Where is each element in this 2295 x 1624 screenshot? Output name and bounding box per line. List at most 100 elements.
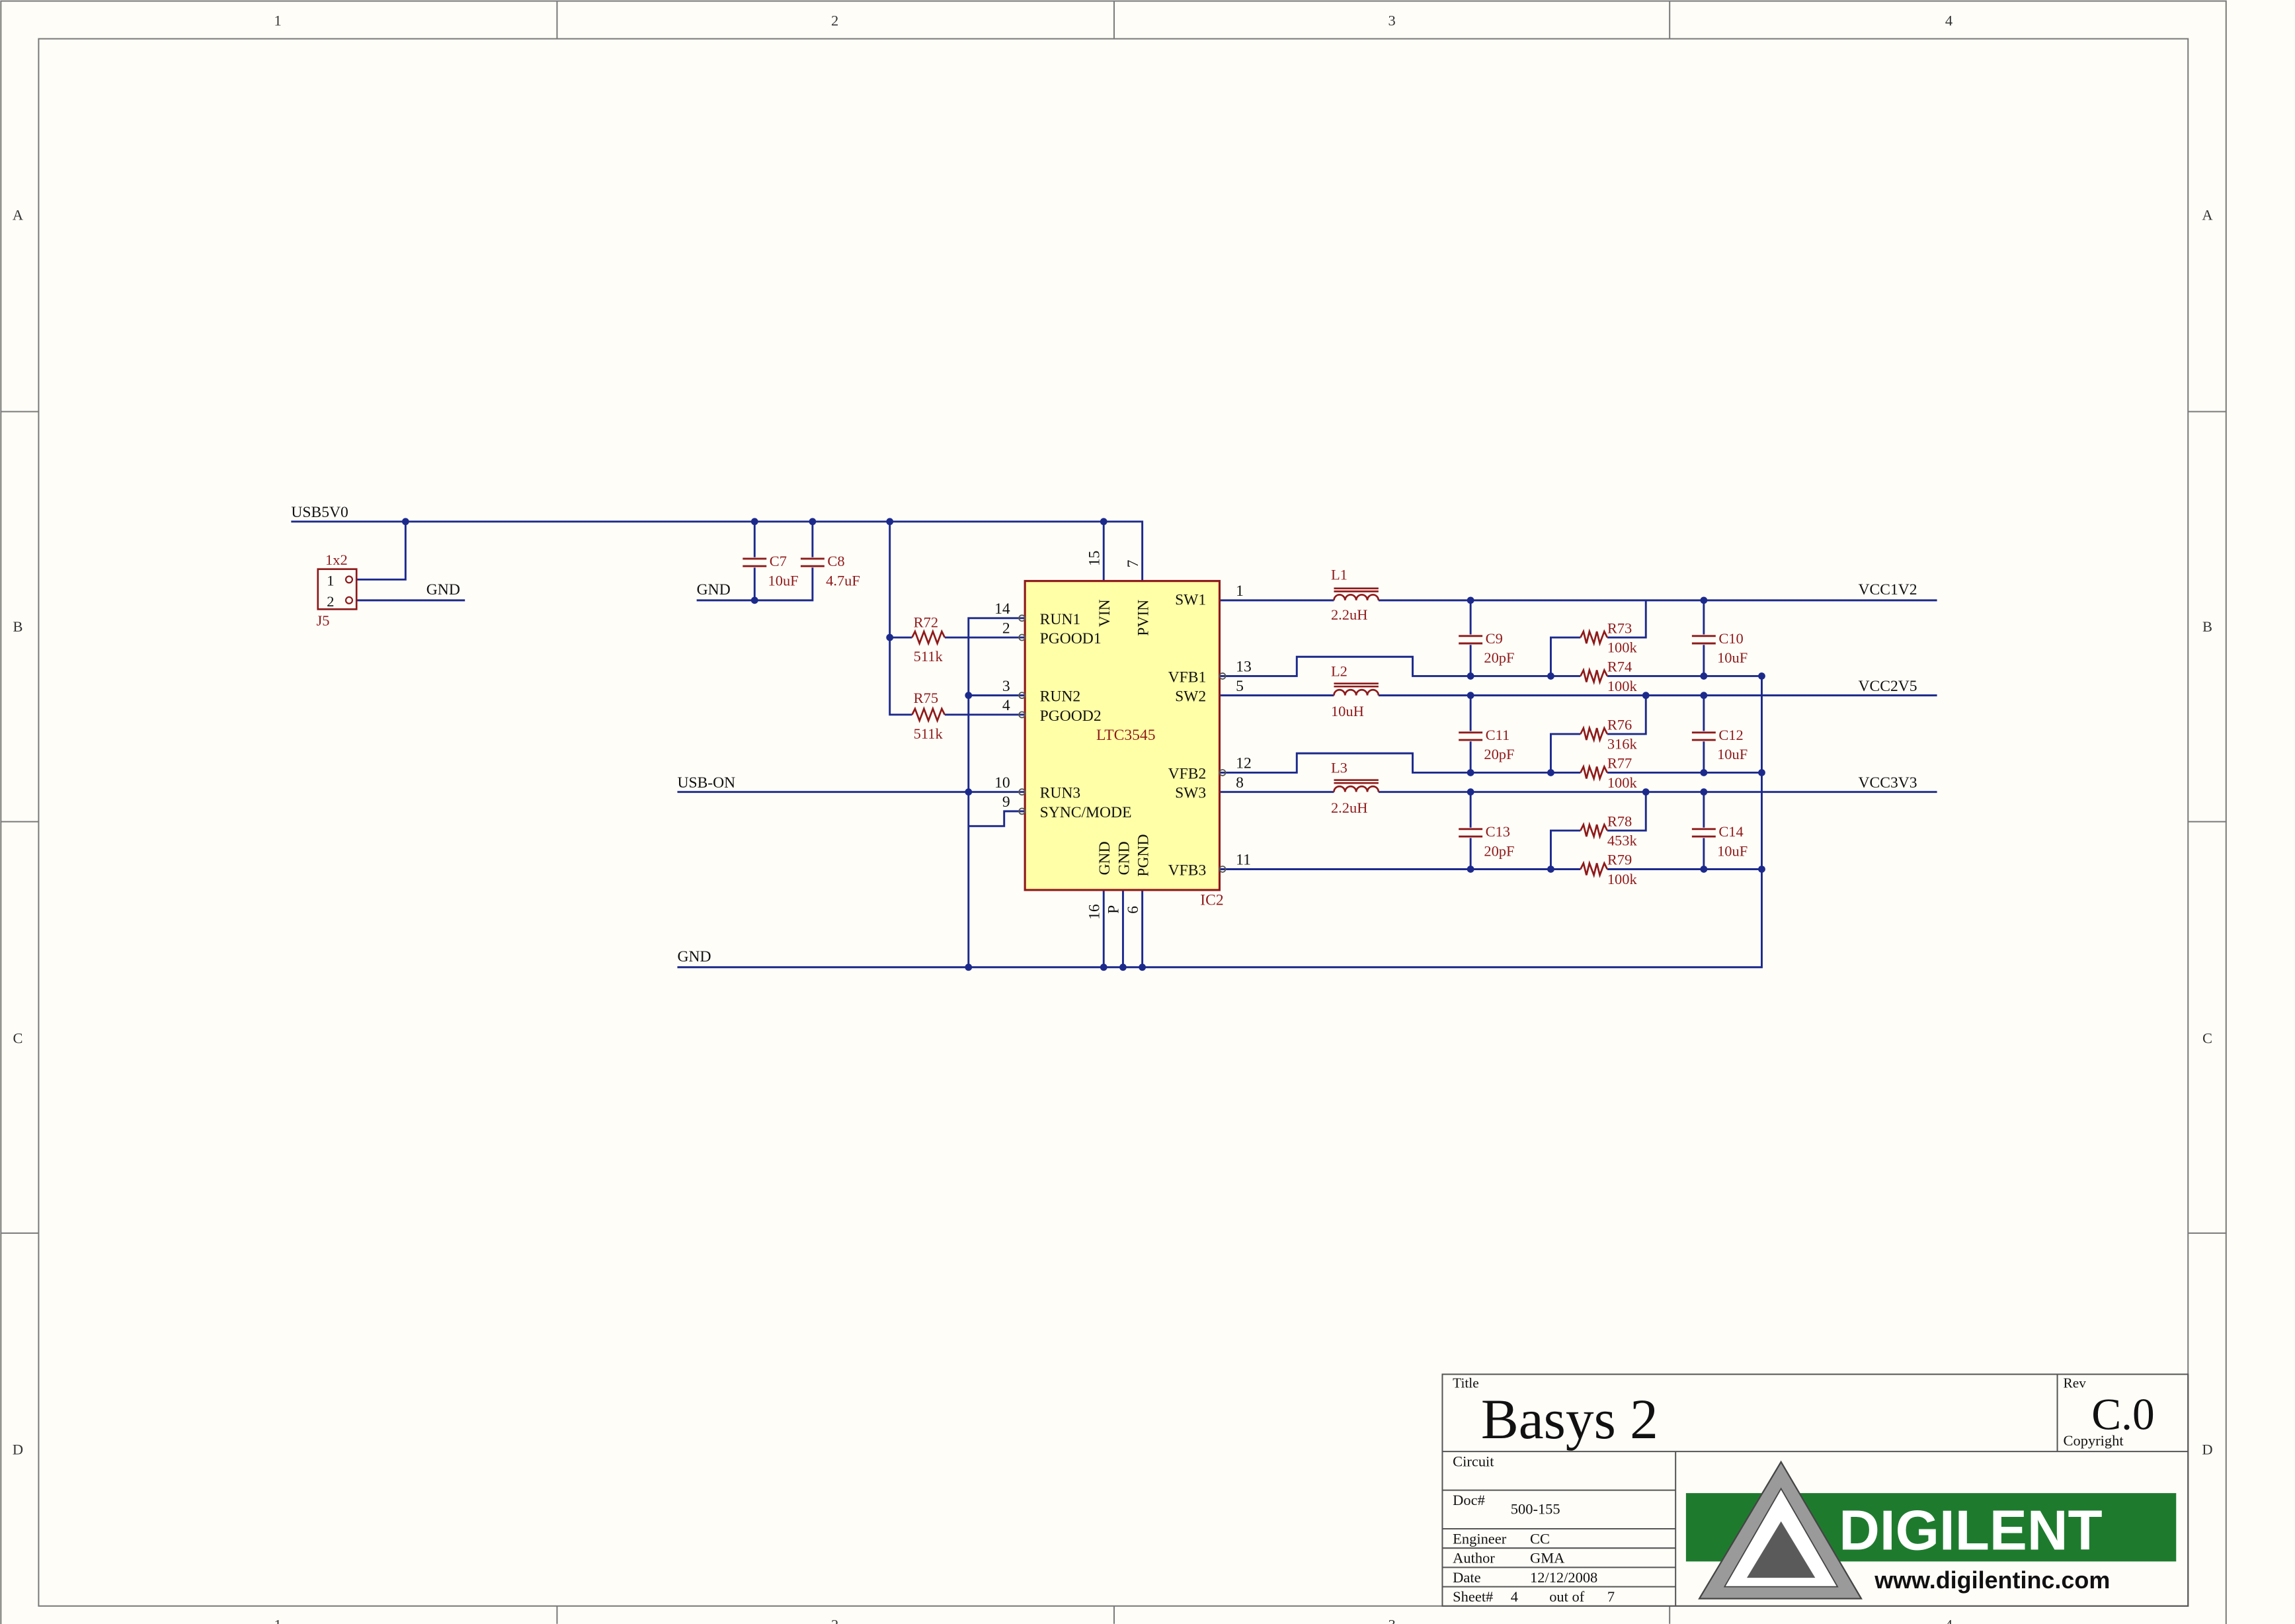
resistor-r77 (1580, 763, 1609, 782)
capacitor-symbols (743, 557, 1716, 838)
capacitor-c12 (1691, 731, 1716, 741)
ic-pin-num-5: 5 (1236, 678, 1244, 695)
rev-label: Rev (2064, 1375, 2087, 1391)
l2-ref: L2 (1331, 663, 1348, 679)
l1-ref: L1 (1331, 566, 1348, 583)
row-label-right: A (2202, 207, 2213, 223)
row-label-left: B (13, 618, 22, 635)
logo-url: www.digilentinc.com (1874, 1566, 2110, 1594)
ic-pin-name-pgnd: PGND (1135, 834, 1152, 877)
ic-part-label: LTC3545 (1096, 727, 1156, 744)
l2-value: 10uH (1331, 703, 1364, 719)
c13-ref: C13 (1486, 823, 1510, 840)
ic-pin-name-run3: RUN3 (1040, 785, 1081, 802)
ic-pin-num-9: 9 (1002, 793, 1010, 811)
net-label-vcc3v3: VCC3V3 (1858, 774, 1917, 792)
digilent-logo: DIGILENT www.digilentinc.com (1685, 1460, 2177, 1600)
c8-value: 4.7uF (826, 572, 860, 589)
row-label-right: D (2202, 1441, 2212, 1458)
capacitor-c13 (1459, 828, 1483, 838)
col-label-bottom: 1 (274, 1617, 281, 1624)
resistor-r76 (1580, 725, 1609, 743)
inductor-l2 (1333, 682, 1380, 696)
inductor-l1 (1333, 587, 1380, 601)
c9-value: 20pF (1484, 649, 1514, 666)
ic-pin-name-vfb2: VFB2 (1168, 765, 1207, 782)
r79-ref: R79 (1607, 852, 1632, 868)
row-label-right: B (2202, 618, 2212, 635)
rev-value: C.0 (2091, 1389, 2154, 1439)
title-block: Title Basys 2 Rev C.0 Copyright Circuit … (1441, 1373, 2189, 1607)
row-label-left: D (13, 1441, 23, 1458)
net-label-gnd-j5: GND (426, 581, 460, 598)
j5-pin-2: 2 (327, 593, 334, 610)
row-label-left: C (13, 1030, 22, 1046)
col-label-bottom: 3 (1388, 1617, 1395, 1624)
ic-pin-num-15: 15 (1086, 551, 1103, 567)
logo-wordmark: DIGILENT (1839, 1499, 2102, 1562)
date-value: 12/12/2008 (1530, 1569, 1597, 1586)
l3-ref: L3 (1331, 759, 1348, 776)
out-of-label: out of (1549, 1588, 1585, 1605)
r75-ref: R75 (914, 690, 938, 706)
j5-ref: J5 (317, 612, 330, 629)
ic-pin-num-7: 7 (1125, 559, 1142, 567)
ic-pin-num-12: 12 (1236, 755, 1252, 772)
date-label: Date (1453, 1569, 1480, 1586)
circuit-label: Circuit (1453, 1453, 1494, 1470)
ic-pin-num-6: 6 (1125, 906, 1142, 914)
ic-pin-num-2: 2 (1002, 620, 1010, 637)
c13-value: 20pF (1484, 842, 1514, 859)
col-label-top: 2 (831, 12, 838, 28)
ic-pin-name-vfb1: VFB1 (1168, 669, 1207, 686)
ic-pin-name-run1: RUN1 (1040, 611, 1081, 628)
inductor-symbols (1333, 587, 1380, 792)
ic-pin-num-8: 8 (1236, 774, 1244, 792)
author-label: Author (1453, 1550, 1495, 1566)
c12-value: 10uF (1717, 746, 1748, 762)
ic-pin-name-pgood1: PGOOD1 (1040, 630, 1102, 647)
row-label-left: A (13, 207, 24, 223)
resistor-r74 (1580, 667, 1609, 685)
resistor-r78 (1580, 821, 1609, 840)
ic-pin-num-3: 3 (1002, 678, 1010, 695)
ic-pin-num-16: 16 (1086, 904, 1103, 920)
col-label-top: 1 (274, 12, 281, 28)
r78-ref: R78 (1607, 813, 1632, 829)
col-label-top: 4 (1945, 12, 1953, 28)
j5-value: 1x2 (325, 551, 348, 568)
ic-ltc3545: LTC3545 IC2 RUN1 PGOOD1 RUN2 PGOOD2 RUN3… (994, 551, 1252, 920)
ic-pin-name-pvin: PVIN (1135, 600, 1152, 636)
c11-value: 20pF (1484, 746, 1514, 762)
r74-ref: R74 (1607, 659, 1632, 675)
r72-value: 511k (914, 648, 944, 665)
resistor-r72 (911, 629, 946, 646)
sheet-value: 4 (1511, 1588, 1518, 1605)
sheet-label: Sheet# (1453, 1588, 1493, 1605)
copyright-label: Copyright (2064, 1432, 2124, 1449)
frame-zone-labels: 1 2 3 4 1 2 3 4 A B C D A B C D (13, 12, 2213, 1624)
net-label-gnd-c7: GND (697, 581, 731, 598)
ic-pin-name-run2: RUN2 (1040, 688, 1081, 706)
net-label-usb5v0: USB5V0 (291, 504, 348, 521)
r73-value: 100k (1607, 639, 1638, 655)
l1-value: 2.2uH (1331, 606, 1368, 623)
ic-pin-num-1: 1 (1236, 583, 1244, 600)
junctions (401, 518, 1765, 971)
c14-ref: C14 (1718, 823, 1743, 840)
col-label-bottom: 2 (831, 1617, 838, 1624)
c8-ref: C8 (827, 553, 844, 569)
ic-pin-name-sw2: SW2 (1175, 688, 1206, 706)
net-labels: USB5V0 GND GND USB-ON GND VCC1V2 VCC2V5 … (291, 504, 1917, 965)
ic-pin-num-10: 10 (994, 774, 1010, 792)
ic-pin-num-4: 4 (1002, 697, 1010, 714)
connector-j5: 1 2 1x2 J5 (317, 551, 358, 629)
r76-value: 316k (1607, 736, 1638, 752)
r79-value: 100k (1607, 871, 1638, 887)
r74-value: 100k (1607, 678, 1638, 694)
ic-pin-num-13: 13 (1236, 659, 1252, 676)
total-value: 7 (1607, 1588, 1615, 1605)
net-label-vcc1v2: VCC1V2 (1858, 581, 1917, 598)
inductor-l3 (1333, 779, 1380, 792)
r75-value: 511k (914, 725, 944, 742)
